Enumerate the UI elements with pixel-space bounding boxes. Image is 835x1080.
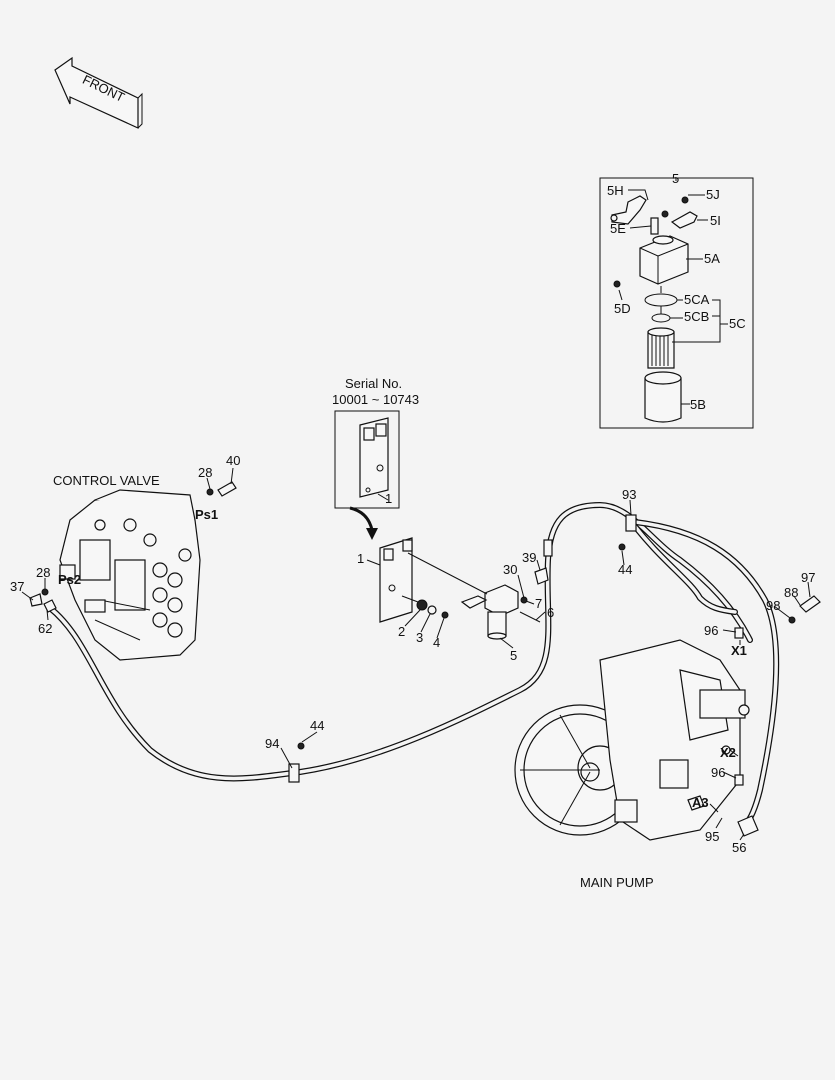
- callout-5i: 5I: [710, 213, 721, 228]
- callout-94: 94: [265, 736, 279, 751]
- callout-97: 97: [801, 570, 815, 585]
- callout-5-solenoid: 5: [510, 648, 517, 663]
- callout-1-inset: 1: [385, 491, 392, 506]
- filter-head-5a: [639, 235, 689, 285]
- filter-plate-5i: [670, 211, 698, 229]
- filter-cover-5h: [611, 195, 647, 225]
- callout-7: 7: [535, 596, 542, 611]
- filter-detail-box: 5 5H 5J 5E 5I 5A 5D 5CA 5CB 5C 5B: [599, 171, 754, 429]
- callout-5c: 5C: [729, 316, 746, 331]
- callout-98: 98: [766, 598, 780, 613]
- pilot-hoses: [47, 502, 780, 828]
- serial-inset: Serial No. 10001 ~ 10743 1: [332, 376, 419, 540]
- front-arrow: FRONT: [54, 56, 143, 129]
- callout-5h: 5H: [607, 183, 624, 198]
- callout-56: 56: [732, 840, 746, 855]
- callout-5d: 5D: [614, 301, 631, 316]
- control-valve-fittings: [29, 481, 821, 750]
- port-ps1: Ps1: [195, 507, 218, 522]
- control-valve-caption: CONTROL VALVE: [53, 473, 160, 488]
- callout-5j: 5J: [706, 187, 720, 202]
- callout-5a: 5A: [704, 251, 720, 266]
- callout-5ca: 5CA: [684, 292, 710, 307]
- callout-5cb: 5CB: [684, 309, 709, 324]
- callout-62: 62: [38, 621, 52, 636]
- control-valve: [59, 489, 201, 661]
- solenoid-valve-assembly: [379, 537, 549, 640]
- callout-37: 37: [10, 579, 24, 594]
- port-x2: X2: [720, 745, 736, 760]
- o-ring-5cb: [651, 313, 671, 323]
- main-pump-caption: MAIN PUMP: [580, 875, 654, 890]
- callout-6: 6: [547, 605, 554, 620]
- callout-5b: 5B: [690, 397, 706, 412]
- main-pump: [514, 627, 759, 841]
- callout-3: 3: [416, 630, 423, 645]
- callout-5: 5: [672, 171, 679, 186]
- o-ring-5ca: [644, 293, 678, 307]
- callout-95: 95: [705, 829, 719, 844]
- callout-93: 93: [622, 487, 636, 502]
- callout-5e: 5E: [610, 221, 626, 236]
- callout-44-right: 44: [618, 562, 632, 577]
- filter-bowl-5b: [644, 377, 682, 423]
- callout-44-lower: 44: [310, 718, 324, 733]
- port-ps2: Ps2: [58, 572, 81, 587]
- port-a3: A3: [692, 795, 709, 810]
- callout-96-lower: 96: [711, 765, 725, 780]
- callout-40: 40: [226, 453, 240, 468]
- callout-28-left: 28: [36, 565, 50, 580]
- solenoid-5: [484, 584, 519, 617]
- callout-88: 88: [784, 585, 798, 600]
- callout-4: 4: [433, 635, 440, 650]
- port-x1: X1: [731, 643, 747, 658]
- callout-2: 2: [398, 624, 405, 639]
- callout-39: 39: [522, 550, 536, 565]
- filter-screw-5e: [650, 217, 659, 235]
- callout-96-top: 96: [704, 623, 718, 638]
- callout-30: 30: [503, 562, 517, 577]
- callout-1: 1: [357, 551, 364, 566]
- callout-labels: 28 40 Ps1 28 Ps2 37 62 1 2 3 4 5 6 7 30 …: [10, 453, 815, 855]
- serial-title: Serial No.: [345, 376, 402, 391]
- serial-range: 10001 ~ 10743: [332, 392, 419, 407]
- callout-28-top: 28: [198, 465, 212, 480]
- callout-leaders: [21, 467, 811, 841]
